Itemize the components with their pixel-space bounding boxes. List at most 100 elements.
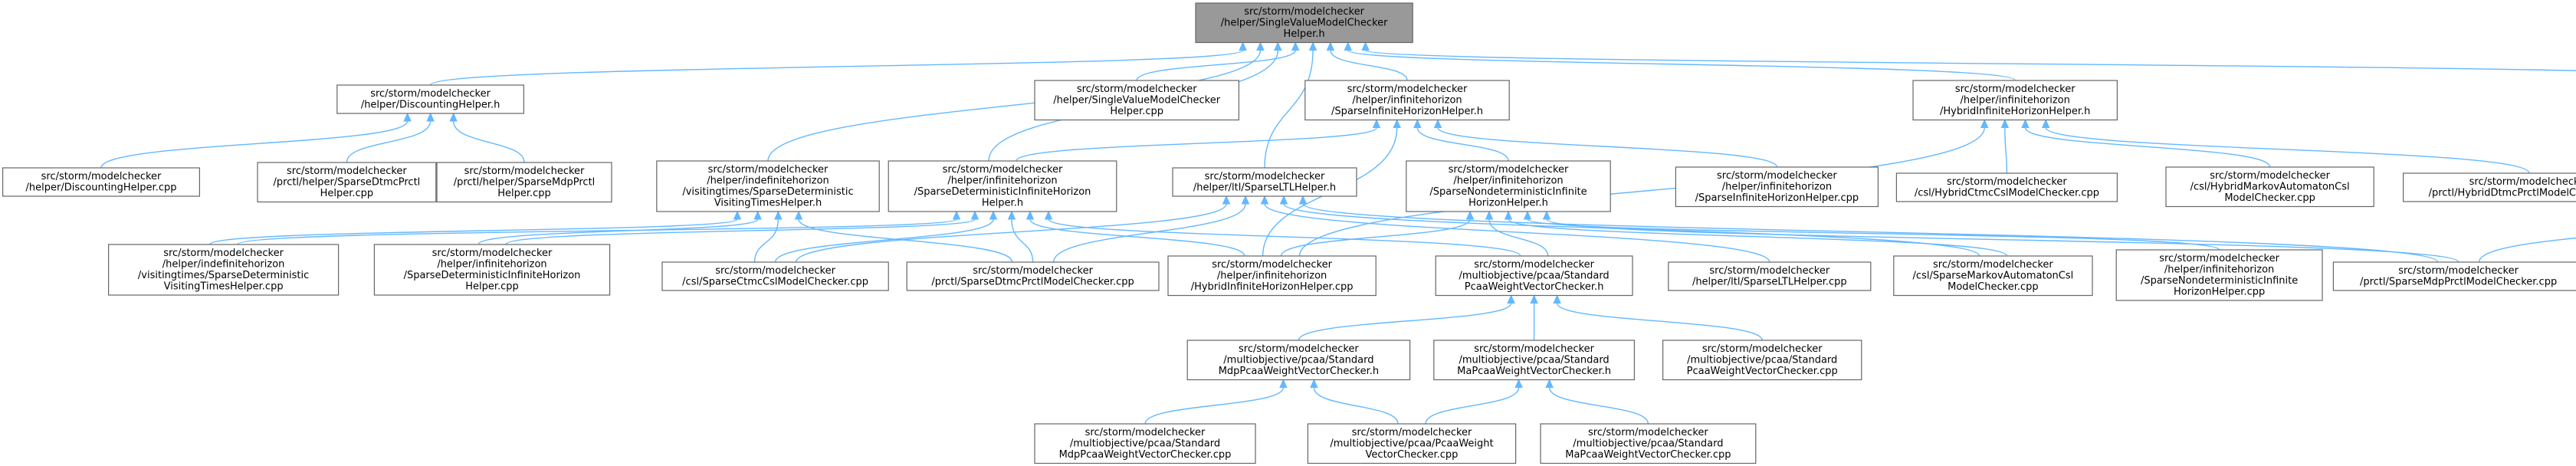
file-node-sdih-h[interactable]: src/storm/modelchecker/helper/infiniteho… — [888, 160, 1117, 212]
node-label-line: MaPcaaWeightVectorChecker.h — [1457, 366, 1611, 377]
file-node-hma-cpp[interactable]: src/storm/modelchecker/csl/HybridMarkovA… — [2165, 166, 2374, 208]
node-label-line: /csl/HybridCtmcCslModelChecker.cpp — [1915, 188, 2099, 199]
edge-line — [1302, 203, 2439, 263]
file-node-smawvc-cpp[interactable]: src/storm/modelchecker/multiobjective/pc… — [1540, 423, 1757, 464]
file-node-sih-cpp[interactable]: src/storm/modelchecker/helper/infiniteho… — [1675, 166, 1879, 208]
node-box — [888, 160, 1117, 212]
dependency-edge — [1485, 210, 1549, 257]
file-node-vt-cpp[interactable]: src/storm/modelchecker/helper/indefinite… — [108, 244, 340, 296]
root-file-node: src/storm/modelchecker/helper/SingleValu… — [1195, 2, 1413, 44]
dependency-edge — [1280, 210, 1475, 257]
node-label-line: /prctl/SparseDtmcPrctlModelChecker.cpp — [931, 277, 1134, 288]
file-node-hih-cpp[interactable]: src/storm/modelchecker/helper/infiniteho… — [1167, 255, 1377, 297]
dependency-edge — [1344, 41, 2016, 81]
node-label-line: src/storm/modelchecker — [1212, 259, 1332, 271]
node-label-line: /SparseDeterministicInfiniteHorizon — [914, 186, 1091, 198]
edge-line — [505, 218, 976, 245]
node-box — [906, 261, 1160, 291]
dependency-edge — [2000, 119, 2010, 174]
arrow-head — [2021, 119, 2030, 128]
dependency-edge — [236, 210, 961, 245]
node-label-line: /multiobjective/pcaa/Standard — [1459, 355, 1609, 366]
node-label-line: src/storm/modelchecker — [1352, 427, 1472, 438]
node-label-line: /visitingtimes/SparseDeterministic — [138, 270, 309, 281]
file-node-sctmc-cpp[interactable]: src/storm/modelchecker/csl/SparseCtmcCsl… — [661, 261, 889, 291]
dependency-edge — [753, 210, 783, 263]
node-label-line: src/storm/modelchecker — [1239, 343, 1359, 355]
file-node-pwvc-cpp[interactable]: src/storm/modelchecker/multiobjective/pc… — [1307, 423, 1517, 464]
file-node-svmch-cpp[interactable]: src/storm/modelchecker/helper/SingleValu… — [1034, 80, 1239, 121]
edge-line — [798, 218, 1013, 263]
node-label-line: /visitingtimes/SparseDeterministic — [682, 186, 853, 198]
file-node-spwvc-h[interactable]: src/storm/modelchecker/multiobjective/pc… — [1435, 255, 1633, 297]
arrow-head — [2041, 119, 2050, 128]
file-node-ltl-h[interactable]: src/storm/modelchecker/helper/ltl/Sparse… — [1172, 167, 1357, 197]
node-label-line: /prctl/helper/SparseMdpPrctl — [454, 177, 596, 189]
edge-line — [1546, 218, 2460, 263]
dependency-edge — [1553, 294, 1763, 341]
edge-line — [1280, 218, 1471, 257]
edge-line — [1298, 127, 1985, 257]
node-label-line: /HybridInfiniteHorizonHelper.cpp — [1191, 281, 1354, 293]
edge-line — [2024, 127, 2271, 168]
node-label-line: src/storm/modelchecker — [1588, 427, 1708, 438]
arrow-head — [1433, 119, 1442, 128]
file-node-smdpwvc-h[interactable]: src/storm/modelchecker/multiobjective/pc… — [1186, 340, 1411, 381]
arrow-head — [1279, 379, 1288, 388]
dependency-edge — [1298, 195, 2439, 263]
edge-line — [208, 218, 738, 245]
node-box — [1034, 423, 1256, 464]
dependency-edge — [2041, 119, 2530, 174]
node-label-line: ModelChecker.cpp — [2224, 192, 2315, 204]
node-label-line: /helper/SingleValueModelChecker — [1221, 18, 1388, 29]
node-label-line: src/storm/modelchecker — [163, 248, 284, 259]
file-node-sdih-cpp[interactable]: src/storm/modelchecker/helper/infiniteho… — [373, 244, 611, 296]
node-label-line: /helper/indefinitehorizon — [162, 259, 285, 271]
edge-line — [1016, 126, 1377, 162]
node-box — [336, 84, 524, 114]
arrow-head — [1553, 294, 1561, 304]
file-node-hih-h[interactable]: src/storm/modelchecker/helper/infiniteho… — [1912, 80, 2118, 121]
node-label-line: src/storm/modelchecker — [943, 164, 1063, 176]
node-label-line: src/storm/modelchecker — [1205, 171, 1325, 182]
file-node-disc-cpp[interactable]: src/storm/modelchecker/helper/Discountin… — [2, 167, 200, 197]
arrow-head — [1310, 379, 1318, 388]
node-label-line: src/storm/modelchecker — [1244, 6, 1364, 18]
arrow-head — [774, 210, 783, 220]
file-node-hdtmc-cpp[interactable]: src/storm/modelchecker/prctl/HybridDtmcP… — [2403, 172, 2576, 202]
edge-line — [429, 49, 1244, 86]
arrow-head — [2000, 119, 2010, 128]
node-label-line: PcaaWeightVectorChecker.h — [1465, 281, 1604, 293]
arrow-head — [733, 210, 742, 220]
file-node-sdtmc-helper[interactable]: src/storm/modelchecker/prctl/helper/Spar… — [257, 162, 437, 203]
file-node-snd-h[interactable]: src/storm/modelchecker/helper/infiniteho… — [1406, 160, 1611, 212]
file-node-snd-cpp[interactable]: src/storm/modelchecker/helper/infiniteho… — [2115, 249, 2323, 301]
file-node-vt-h[interactable]: src/storm/modelchecker/helper/indefinite… — [656, 160, 880, 212]
dependency-edge — [1136, 41, 1300, 81]
node-label-line: /helper/infinitehorizon — [1722, 182, 1832, 193]
file-node-sdtmc-cpp[interactable]: src/storm/modelchecker/prctl/SparseDtmcP… — [906, 261, 1160, 291]
file-node-spwvc-cpp[interactable]: src/storm/modelchecker/multiobjective/pc… — [1662, 340, 1862, 381]
node-box — [1675, 166, 1879, 208]
file-node-smawvc-h[interactable]: src/storm/modelchecker/multiobjective/pc… — [1433, 340, 1636, 381]
edge-line — [1048, 218, 1521, 257]
file-node-sih-h[interactable]: src/storm/modelchecker/helper/infiniteho… — [1304, 80, 1510, 121]
arrow-head — [1241, 195, 1250, 205]
file-node-smdp-helper[interactable]: src/storm/modelchecker/prctl/helper/Spar… — [436, 162, 612, 203]
dependency-edge — [1144, 379, 1288, 425]
file-node-smdp-cpp[interactable]: src/storm/modelchecker/prctl/SparseMdpPr… — [2332, 261, 2576, 291]
node-label-line: HorizonHelper.h — [1468, 198, 1548, 209]
node-box — [1167, 255, 1377, 297]
edge-line — [1347, 49, 2016, 81]
file-node-ltl-cpp[interactable]: src/storm/modelchecker/helper/ltl/Sparse… — [1668, 261, 1872, 291]
node-label-line: VectorChecker.cpp — [1366, 449, 1459, 461]
dependency-edge — [1433, 119, 1778, 168]
edge-line — [767, 50, 1262, 162]
node-label-line: src/storm/modelchecker — [432, 248, 553, 259]
edge-line — [1029, 218, 1245, 257]
file-node-hctmc-cpp[interactable]: src/storm/modelchecker/csl/HybridCtmcCsl… — [1895, 172, 2118, 202]
file-node-sma-cpp[interactable]: src/storm/modelchecker/csl/SparseMarkovA… — [1893, 255, 2093, 297]
file-node-smdpwvc-cpp[interactable]: src/storm/modelchecker/multiobjective/pc… — [1034, 423, 1256, 464]
file-node-disc-h[interactable]: src/storm/modelchecker/helper/Discountin… — [336, 84, 524, 114]
